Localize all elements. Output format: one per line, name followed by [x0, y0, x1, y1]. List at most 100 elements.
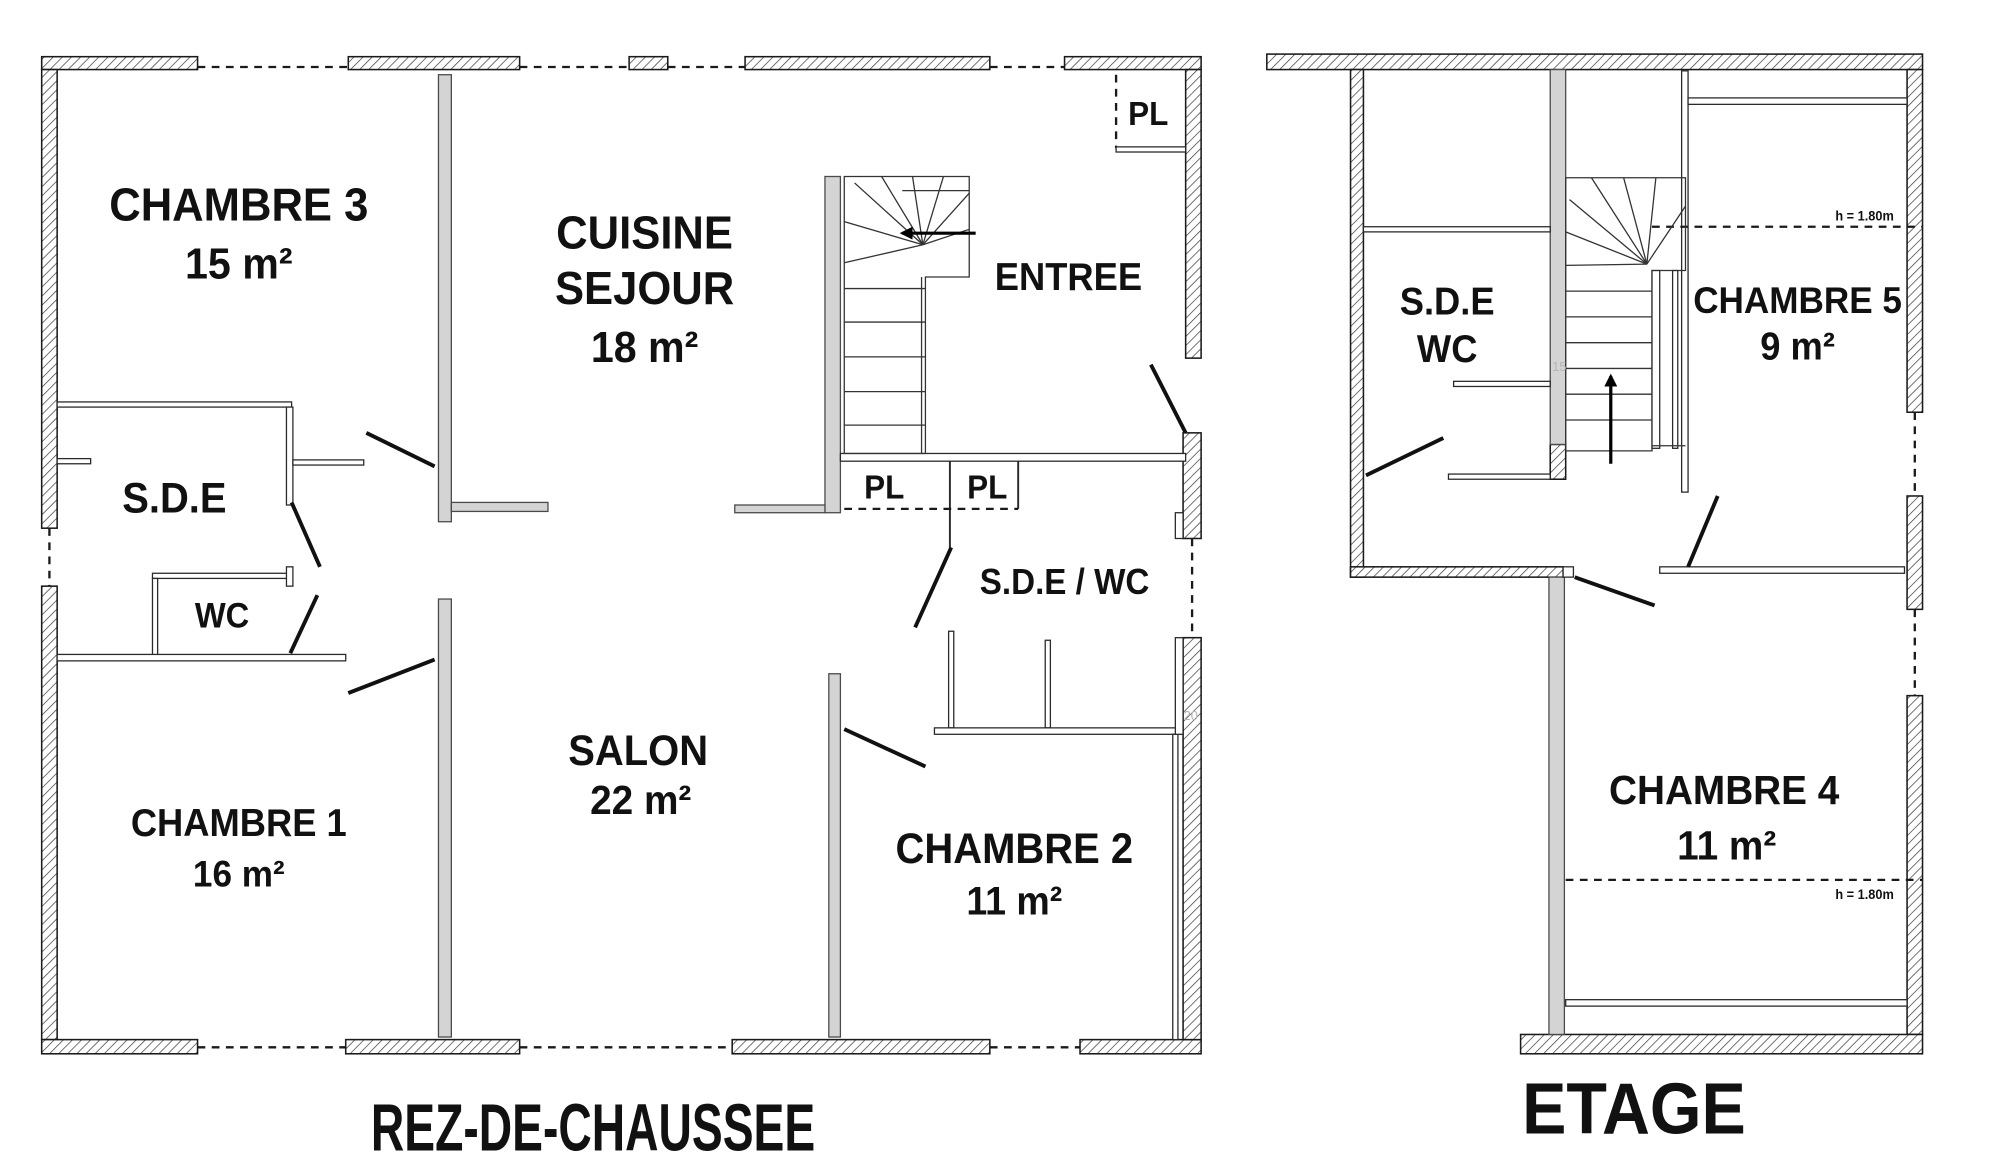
ground-labels: CHAMBRE 3 15 m² CUISINE SEJOUR 18 m² ENT… — [109, 95, 1198, 1162]
partition-wall — [933, 727, 1184, 735]
partition-wall — [734, 504, 826, 514]
partition-wall — [947, 630, 955, 729]
stair-winder — [1569, 199, 1648, 265]
ground-window-openings — [48, 65, 1194, 1049]
partition-wall — [437, 74, 452, 523]
room-name-sde-wc: S.D.E / WC — [980, 563, 1150, 603]
partition-wall — [285, 566, 294, 587]
floor-title-upper: ETAGE — [1522, 1068, 1746, 1149]
ceiling-height-label: h = 1.80m — [1835, 887, 1893, 903]
exterior-wall — [1349, 68, 1365, 578]
room-area-salon: 22 m² — [590, 778, 691, 823]
door-swing — [288, 594, 320, 654]
partition-wall — [1115, 146, 1187, 153]
ground-floor-plan: CHAMBRE 3 15 m² CUISINE SEJOUR 18 m² ENT… — [40, 55, 1202, 1162]
ground-exterior-walls — [40, 55, 1202, 1055]
partition-wall — [839, 452, 1187, 462]
door-swing — [1686, 495, 1720, 568]
exterior-wall — [1906, 694, 1924, 1036]
exterior-wall — [1063, 55, 1202, 71]
room-name-entree: ENTREE — [995, 255, 1142, 298]
partition-wall — [1565, 999, 1908, 1007]
placard-label: PL — [864, 469, 904, 506]
placard-label: PL — [967, 469, 1007, 506]
partition-wall — [437, 598, 452, 1038]
partition-wall — [151, 577, 159, 657]
faint-mark: 20 — [1184, 708, 1198, 723]
exterior-wall — [1079, 1038, 1202, 1055]
partition-wall — [1549, 68, 1567, 446]
ground-doors — [288, 363, 1188, 769]
exterior-wall — [40, 585, 58, 1041]
room-name-chambre-3: CHAMBRE 3 — [109, 178, 368, 231]
partition-wall — [56, 457, 92, 465]
partition-wall — [824, 175, 842, 514]
room-name-sde: S.D.E — [1400, 279, 1495, 322]
partition-wall — [292, 459, 365, 466]
exterior-wall — [628, 55, 669, 71]
exterior-wall — [1549, 443, 1567, 481]
partition-wall — [285, 406, 294, 506]
partition-wall — [1174, 637, 1184, 735]
upper-labels: S.D.E WC CHAMBRE 5 9 m² CHAMBRE 4 11 m² … — [1400, 208, 1902, 1150]
partition-wall — [1447, 473, 1551, 480]
partition-wall — [1562, 566, 1575, 578]
stair-outline — [843, 175, 970, 455]
exterior-wall — [1184, 68, 1202, 359]
exterior-wall — [1182, 432, 1202, 540]
exterior-wall — [347, 55, 521, 71]
exterior-wall — [1906, 495, 1924, 611]
partition-wall — [1044, 639, 1052, 729]
door-swing — [289, 501, 322, 568]
ceiling-height-label: h = 1.80m — [1835, 208, 1893, 224]
stair-winder — [1646, 177, 1657, 265]
door-swing — [1365, 436, 1445, 478]
stair-winder — [844, 220, 924, 246]
door-swing — [913, 546, 953, 629]
room-area-cuisine-sejour: 18 m² — [591, 324, 699, 372]
upper-staircase — [1565, 177, 1687, 464]
door-swing — [1574, 575, 1656, 608]
stair-side — [1651, 269, 1661, 449]
partition-wall — [1680, 70, 1689, 493]
exterior-wall — [731, 1038, 991, 1055]
door-swing — [843, 727, 927, 769]
floor-title-ground: REZ-DE-CHAUSSEE — [371, 1091, 815, 1162]
room-name-chambre-5: CHAMBRE 5 — [1693, 279, 1902, 321]
partition-wall — [1687, 97, 1908, 105]
room-name-cuisine: CUISINE — [556, 206, 733, 259]
room-name-salon: SALON — [568, 727, 708, 774]
room-area-chambre-3: 15 m² — [185, 240, 293, 288]
room-name-wc: WC — [195, 596, 249, 635]
upper-exterior-walls — [1266, 53, 1924, 1055]
upper-floor-plan: S.D.E WC CHAMBRE 5 9 m² CHAMBRE 4 11 m² … — [1266, 53, 1924, 1150]
partition-wall — [56, 401, 293, 408]
stair-winder — [1590, 177, 1648, 265]
door-swing — [347, 657, 436, 695]
stair-winder — [1565, 263, 1647, 267]
door-swing — [1149, 363, 1188, 434]
room-area-chambre-1: 16 m² — [193, 852, 285, 894]
stair-winder — [1565, 231, 1648, 265]
exterior-wall — [40, 55, 199, 71]
room-name-wc: WC — [1417, 327, 1478, 370]
placard-label: PL — [1128, 95, 1168, 132]
exterior-wall — [744, 55, 991, 71]
exterior-wall — [40, 68, 58, 529]
exterior-wall — [1182, 636, 1202, 1041]
stair-side — [1671, 269, 1679, 449]
exterior-wall — [1266, 53, 1924, 71]
room-name-sde: S.D.E — [122, 475, 226, 522]
ground-partitions — [56, 74, 1187, 1041]
room-area-chambre-5: 9 m² — [1760, 324, 1835, 367]
exterior-wall — [1906, 68, 1924, 414]
upper-doors — [1365, 436, 1720, 608]
faint-mark: 15 — [1552, 359, 1566, 374]
partition-wall — [151, 572, 293, 580]
partition-wall — [1172, 733, 1179, 1041]
exterior-wall — [40, 1038, 199, 1055]
partition-wall — [450, 501, 549, 513]
stair-winder — [844, 244, 923, 264]
